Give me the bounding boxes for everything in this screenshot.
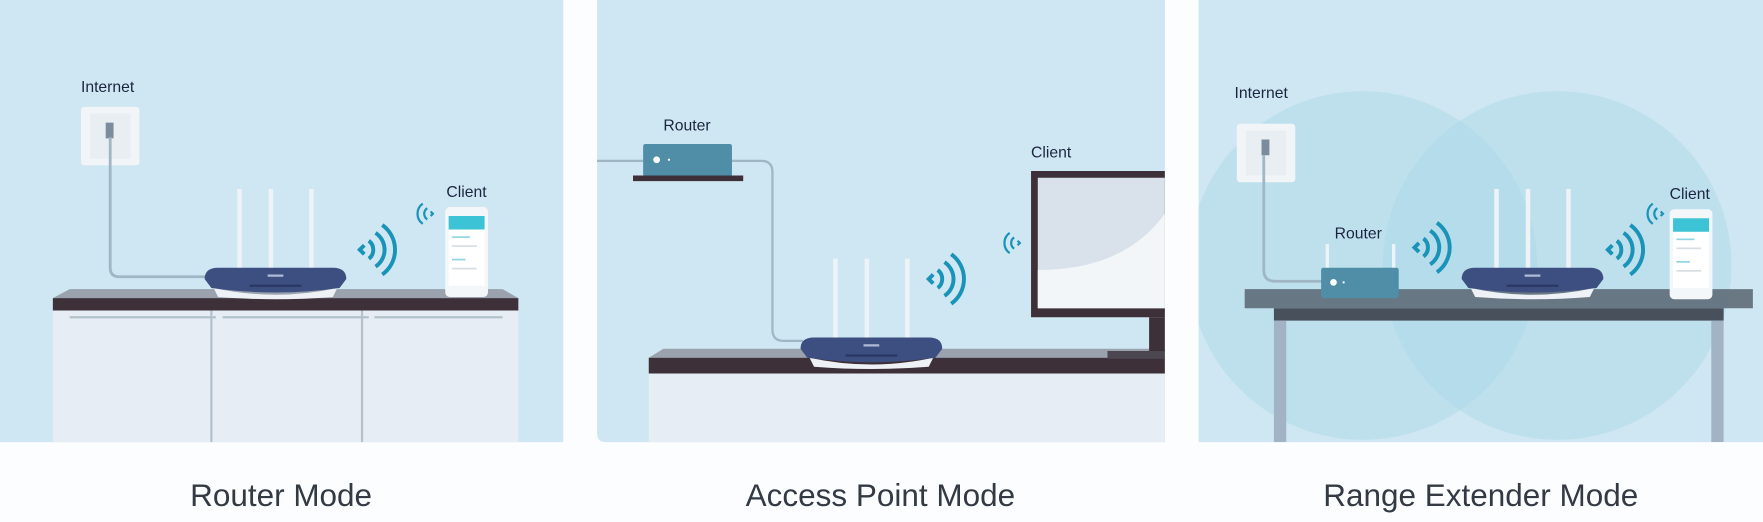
client-label: Client [1670, 186, 1711, 203]
internet-label: Internet [81, 79, 135, 96]
smartphone-client-icon [445, 207, 488, 297]
client-label: Client [446, 184, 487, 201]
table-leg [1273, 320, 1287, 443]
router-label: Router [663, 117, 710, 134]
smartphone-client-icon [1669, 209, 1713, 300]
wall-socket-icon [1236, 123, 1296, 183]
monitor-client-icon [1031, 171, 1165, 359]
ethernet-cable [597, 159, 803, 342]
table-leg [1711, 320, 1724, 443]
extender-coverage-area [1382, 91, 1732, 440]
counter-top [52, 298, 519, 311]
range-extender-mode-panel: Internet Router Client Range Extender Mo… [1198, 0, 1763, 513]
ethernet-cable [1262, 155, 1323, 283]
table-apron [1273, 308, 1724, 321]
router-box-icon [1321, 244, 1399, 299]
access-point-mode-caption: Access Point Mode [746, 477, 1015, 513]
client-label: Client [1031, 144, 1072, 161]
ethernet-cable [108, 137, 209, 279]
wall-shelf [633, 175, 744, 182]
access-point-mode-panel: Router Client Access Point Mode [597, 0, 1165, 513]
router-box-icon [643, 144, 732, 177]
range-extender-mode-caption: Range Extender Mode [1323, 477, 1638, 513]
cabinet [648, 373, 1165, 443]
internet-label: Internet [1235, 85, 1289, 102]
cabinet [52, 310, 519, 443]
router-mode-panel: Internet Client Router Mode [0, 0, 564, 513]
router-label: Router [1335, 225, 1382, 242]
router-mode-caption: Router Mode [190, 477, 372, 513]
